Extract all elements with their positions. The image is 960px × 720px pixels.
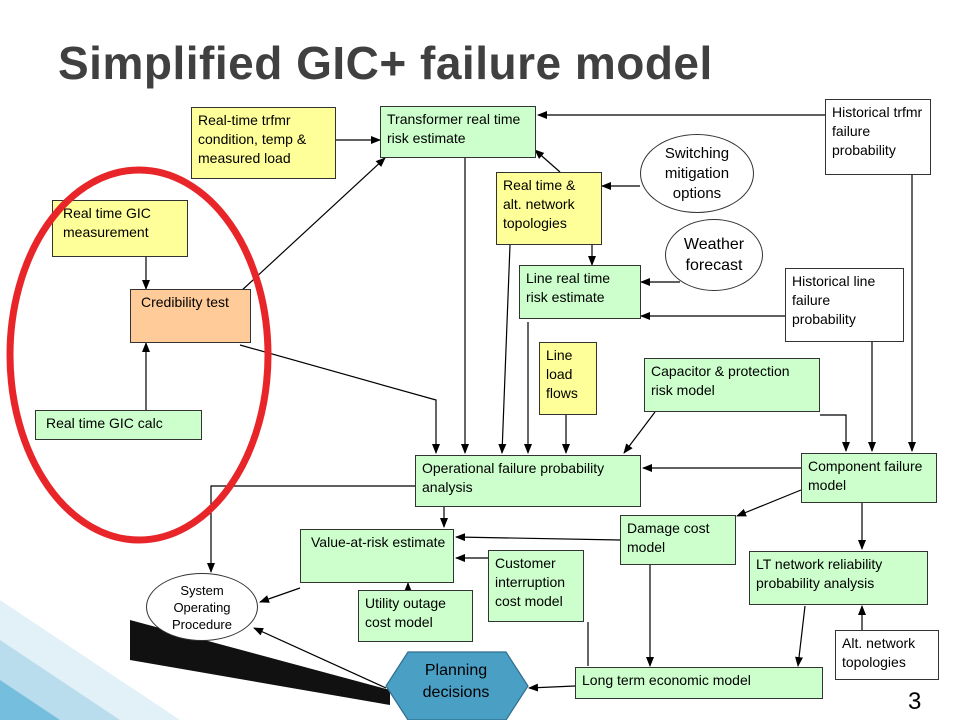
capacitor-protection-box: Capacitor & protection risk model	[644, 358, 820, 412]
utility-outage-cost-box: Utility outage cost model	[358, 590, 473, 642]
customer-interruption-box: Customer interruption cost model	[488, 550, 584, 622]
page-title: Simplified GIC+ failure model	[58, 37, 713, 89]
operational-failure-box: Operational failure probability analysis	[415, 455, 641, 507]
historical-line-failure-box: Historical line failure probability	[785, 268, 904, 342]
realtime-network-topologies-box: Real time & alt. network topologies	[496, 172, 602, 245]
weather-forecast-ellipse: Weather forecast	[665, 219, 763, 291]
alt-network-topologies-box: Alt. network topologies	[835, 630, 939, 680]
transformer-risk-box: Transformer real time risk estimate	[380, 106, 536, 158]
planning-decisions-label: Planning decisions	[422, 662, 490, 701]
credibility-test-box: Credibility test	[130, 289, 251, 343]
line-risk-estimate-box: Line real time risk estimate	[519, 265, 641, 319]
component-failure-box: Component failure model	[801, 453, 937, 503]
realtime-trfmr-condition-box: Real-time trfmr condition, temp & measur…	[191, 107, 336, 179]
page-number: 3	[908, 688, 922, 715]
historical-trfmr-failure-box: Historical trfmr failure probability	[825, 99, 931, 175]
switching-mitigation-ellipse: Switching mitigation options	[640, 134, 754, 213]
damage-cost-box: Damage cost model	[620, 515, 736, 565]
lt-network-reliability-box: LT network reliability probability analy…	[749, 551, 928, 605]
gic-calc-box: Real time GIC calc	[35, 410, 202, 440]
planning-decisions-diamond	[385, 651, 529, 720]
system-operating-procedure-ellipse: System Operating Procedure	[146, 573, 258, 641]
long-term-economic-model-box: Long term economic model	[575, 667, 823, 699]
line-load-flows-box: Line load flows	[539, 342, 597, 415]
value-at-risk-box: Value-at-risk estimate	[300, 529, 454, 583]
gic-measurement-box: Real time GIC measurement	[52, 200, 188, 257]
